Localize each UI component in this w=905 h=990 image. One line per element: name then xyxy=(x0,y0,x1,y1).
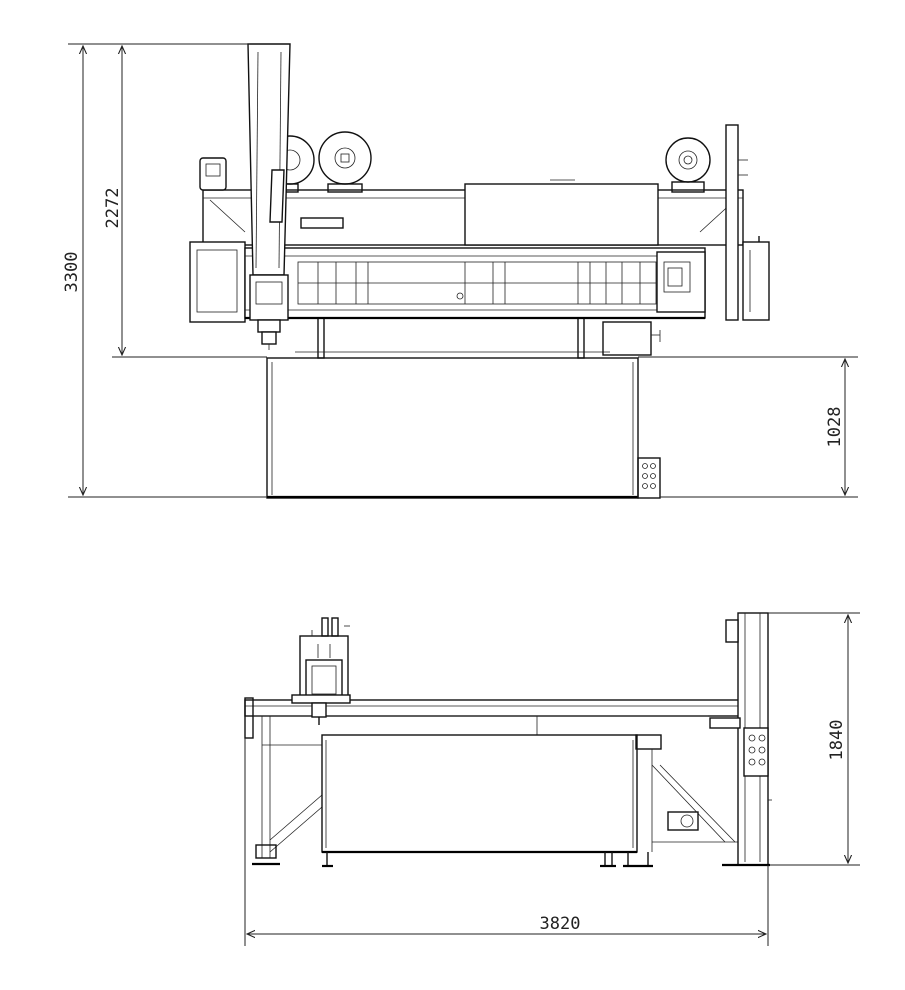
side-view xyxy=(244,612,772,868)
dim-1028: 1028 xyxy=(638,356,858,498)
top-housing xyxy=(464,183,659,246)
beam-grid xyxy=(297,261,657,305)
dim-3300: 3300 xyxy=(62,43,267,498)
front-view xyxy=(189,43,770,499)
control-panel xyxy=(637,457,661,499)
dim-2272: 2272 xyxy=(103,43,267,358)
dim-1840: 1840 xyxy=(768,612,860,866)
dim-label-1840: 1840 xyxy=(827,720,847,761)
right-column xyxy=(725,124,739,321)
roller-center xyxy=(318,131,372,185)
motor-box xyxy=(602,321,652,356)
dim-label-3300: 3300 xyxy=(62,252,82,293)
tool-column xyxy=(247,43,291,276)
right-cabinet xyxy=(742,241,770,321)
left-bracket xyxy=(199,157,227,191)
dim-label-2272: 2272 xyxy=(103,188,123,229)
dim-3820: 3820 xyxy=(244,738,769,946)
base-cabinet xyxy=(266,357,639,499)
roller-right xyxy=(665,137,711,183)
dim-label-3820: 3820 xyxy=(540,914,581,934)
dim-label-1028: 1028 xyxy=(825,407,845,448)
roller-box xyxy=(667,811,699,831)
side-body xyxy=(321,734,638,853)
